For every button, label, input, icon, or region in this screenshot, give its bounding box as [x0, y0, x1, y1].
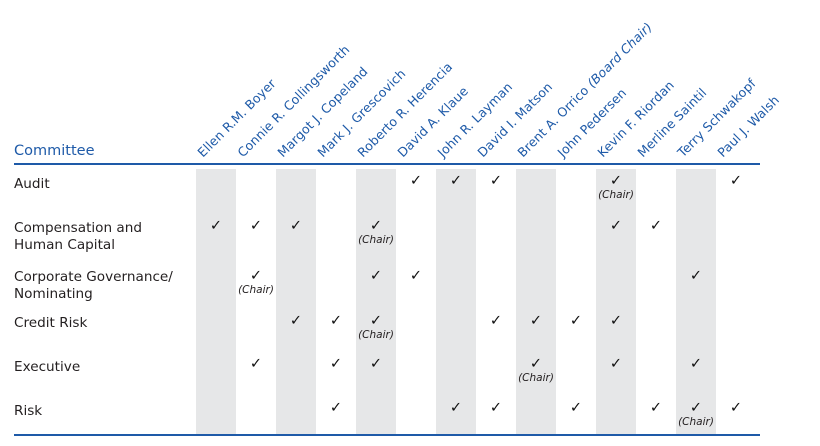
column-stripe — [596, 169, 636, 435]
checkmark-icon: ✓ — [489, 400, 503, 416]
checkmark-icon: ✓ — [449, 400, 463, 416]
membership-cell: ✓ — [316, 400, 356, 416]
membership-cell: ✓ — [636, 218, 676, 234]
checkmark-icon: ✓ — [369, 218, 383, 234]
director-name-text: Brent A. Orrico — [514, 82, 592, 160]
checkmark-icon: ✓ — [409, 268, 423, 284]
membership-cell: ✓ — [236, 218, 276, 234]
committee-name: Credit Risk — [14, 315, 88, 331]
checkmark-icon: ✓ — [529, 313, 543, 329]
checkmark-icon: ✓ — [249, 356, 263, 372]
committee-name: Risk — [14, 403, 43, 419]
membership-cell: ✓ — [716, 400, 756, 416]
membership-cell: ✓ — [316, 313, 356, 329]
checkmark-icon: ✓ — [489, 173, 503, 189]
membership-chair-cell: ✓(Chair) — [596, 173, 636, 202]
membership-cell: ✓ — [476, 313, 516, 329]
membership-chair-cell: ✓(Chair) — [676, 400, 716, 429]
checkmark-icon: ✓ — [649, 400, 663, 416]
checkmark-icon: ✓ — [729, 400, 743, 416]
committee-column-header: Committee — [14, 143, 95, 159]
column-stripe — [356, 169, 396, 435]
membership-cell: ✓ — [356, 268, 396, 284]
membership-cell: ✓ — [396, 173, 436, 189]
checkmark-icon: ✓ — [569, 400, 583, 416]
chair-note: (Chair) — [518, 372, 554, 384]
membership-cell: ✓ — [636, 400, 676, 416]
checkmark-icon: ✓ — [249, 268, 263, 284]
checkmark-icon: ✓ — [409, 173, 423, 189]
membership-cell: ✓ — [356, 356, 396, 372]
committee-name: Audit — [14, 176, 50, 192]
membership-cell: ✓ — [676, 356, 716, 372]
checkmark-icon: ✓ — [609, 173, 623, 189]
chair-note: (Chair) — [238, 284, 274, 296]
checkmark-icon: ✓ — [329, 400, 343, 416]
membership-cell: ✓ — [436, 173, 476, 189]
committee-name: Executive — [14, 359, 81, 375]
checkmark-icon: ✓ — [689, 400, 703, 416]
committee-name: Compensation and Human Capital — [14, 220, 143, 253]
chair-note: (Chair) — [358, 329, 394, 341]
director-name-header: David A. Klaue — [394, 83, 471, 160]
board-chair-note: (Board Chair) — [581, 19, 656, 94]
membership-cell: ✓ — [516, 313, 556, 329]
membership-cell: ✓ — [476, 400, 516, 416]
checkmark-icon: ✓ — [729, 173, 743, 189]
membership-chair-cell: ✓(Chair) — [516, 356, 556, 385]
membership-cell: ✓ — [716, 173, 756, 189]
checkmark-icon: ✓ — [369, 313, 383, 329]
membership-cell: ✓ — [196, 218, 236, 234]
chair-note: (Chair) — [358, 234, 394, 246]
chair-note: (Chair) — [678, 416, 714, 428]
membership-cell: ✓ — [396, 268, 436, 284]
checkmark-icon: ✓ — [369, 268, 383, 284]
membership-cell: ✓ — [596, 313, 636, 329]
column-stripe — [436, 169, 476, 435]
column-stripe — [516, 169, 556, 435]
membership-chair-cell: ✓(Chair) — [236, 268, 276, 297]
membership-cell: ✓ — [436, 400, 476, 416]
checkmark-icon: ✓ — [449, 173, 463, 189]
checkmark-icon: ✓ — [689, 356, 703, 372]
column-stripe — [676, 169, 716, 435]
checkmark-icon: ✓ — [329, 313, 343, 329]
checkmark-icon: ✓ — [529, 356, 543, 372]
checkmark-icon: ✓ — [609, 313, 623, 329]
membership-chair-cell: ✓(Chair) — [356, 313, 396, 342]
membership-chair-cell: ✓(Chair) — [356, 218, 396, 247]
checkmark-icon: ✓ — [329, 356, 343, 372]
checkmark-icon: ✓ — [489, 313, 503, 329]
membership-cell: ✓ — [476, 173, 516, 189]
membership-cell: ✓ — [676, 268, 716, 284]
membership-cell: ✓ — [556, 400, 596, 416]
header-divider-rule — [14, 163, 760, 165]
committee-name: Corporate Governance/ Nominating — [14, 269, 173, 302]
checkmark-icon: ✓ — [289, 313, 303, 329]
column-stripe — [276, 169, 316, 435]
checkmark-icon: ✓ — [369, 356, 383, 372]
table-bottom-rule — [14, 434, 760, 436]
chair-note: (Chair) — [598, 189, 634, 201]
column-stripe — [196, 169, 236, 435]
checkmark-icon: ✓ — [289, 218, 303, 234]
checkmark-icon: ✓ — [249, 218, 263, 234]
checkmark-icon: ✓ — [209, 218, 223, 234]
membership-cell: ✓ — [276, 313, 316, 329]
membership-cell: ✓ — [556, 313, 596, 329]
checkmark-icon: ✓ — [689, 268, 703, 284]
checkmark-icon: ✓ — [609, 356, 623, 372]
checkmark-icon: ✓ — [649, 218, 663, 234]
membership-cell: ✓ — [316, 356, 356, 372]
checkmark-icon: ✓ — [609, 218, 623, 234]
checkmark-icon: ✓ — [569, 313, 583, 329]
membership-cell: ✓ — [236, 356, 276, 372]
membership-cell: ✓ — [596, 218, 636, 234]
director-name-text: David A. Klaue — [394, 83, 472, 160]
membership-cell: ✓ — [276, 218, 316, 234]
membership-cell: ✓ — [596, 356, 636, 372]
